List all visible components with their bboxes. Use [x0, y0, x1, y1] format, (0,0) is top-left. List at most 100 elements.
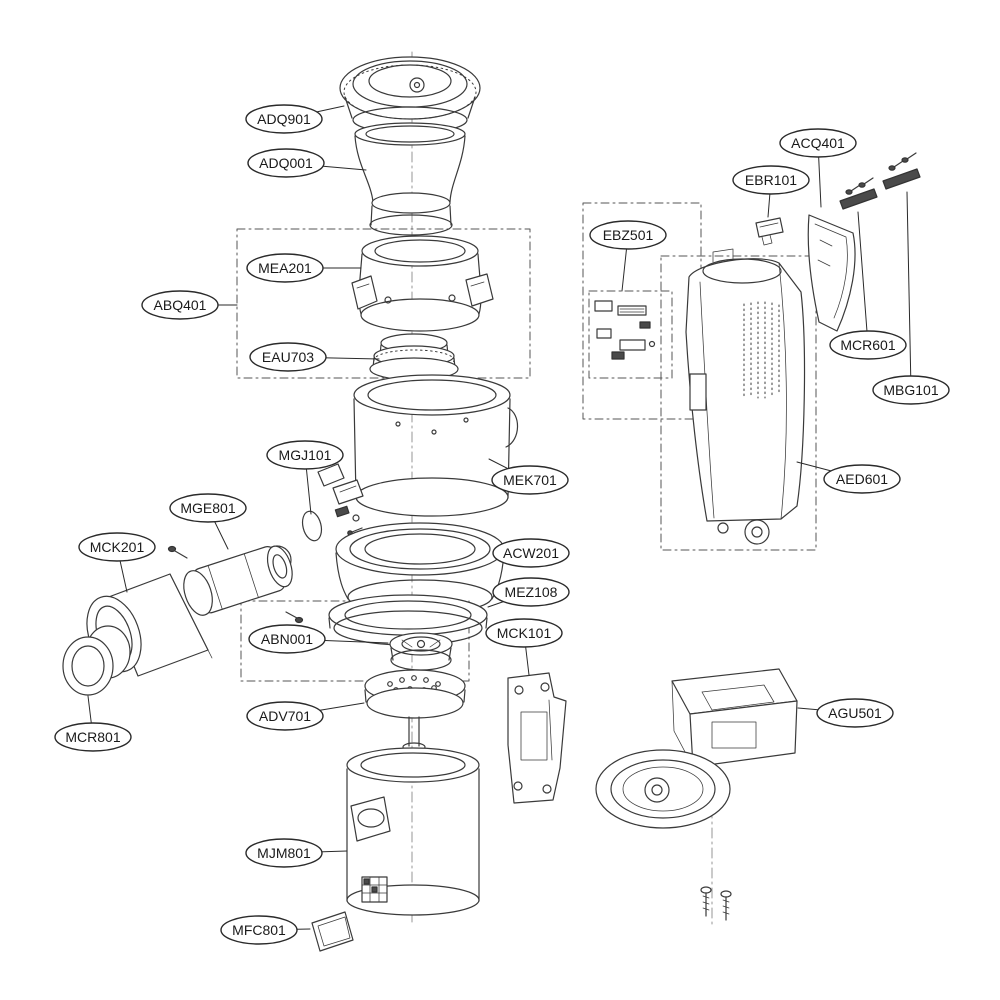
- part-callout-ebz501: EBZ501: [589, 220, 667, 292]
- part-ebr101-connector: [755, 217, 784, 246]
- leader-line: [857, 211, 869, 346]
- part-label-text: MEK701: [503, 472, 557, 488]
- aed601-boundary: [660, 255, 817, 551]
- part-callout-mge801: MGE801: [169, 493, 247, 550]
- part-callout-adq901: ADQ901: [245, 104, 345, 134]
- part-label-text: AED601: [836, 471, 888, 487]
- part-callout-mea201: MEA201: [246, 253, 362, 283]
- part-label-bubble: [816, 698, 894, 728]
- part-label-text: EBZ501: [603, 227, 654, 243]
- part-label-text: ACQ401: [791, 135, 845, 151]
- part-label-bubble: [249, 342, 327, 372]
- part-label-text: ABQ401: [154, 297, 207, 313]
- part-callout-adv701: ADV701: [246, 701, 365, 731]
- part-callout-mfc801: MFC801: [220, 915, 311, 945]
- part-mjm801-body: [346, 747, 480, 916]
- part-callout-mcr801: MCR801: [54, 695, 132, 752]
- part-label-text: EAU703: [262, 349, 314, 365]
- part-callout-agu501: AGU501: [797, 698, 894, 728]
- part-label-bubble: [54, 722, 132, 752]
- part-label-bubble: [247, 148, 325, 178]
- part-label-text: MCR601: [840, 337, 895, 353]
- part-mcr601-screws: [839, 177, 878, 210]
- part-label-text: MGJ101: [279, 447, 332, 463]
- part-callout-mjm801: MJM801: [245, 838, 348, 868]
- part-callout-mck101: MCK101: [485, 618, 563, 676]
- part-callout-acw201: ACW201: [492, 538, 570, 568]
- part-label-bubble: [246, 253, 324, 283]
- leader-line: [906, 191, 912, 391]
- part-eau703-seal-rings: [369, 333, 459, 381]
- part-callout-mcr601: MCR601: [829, 211, 907, 360]
- part-label-text: ACW201: [503, 545, 559, 561]
- part-label-bubble: [829, 330, 907, 360]
- part-label-bubble: [732, 165, 810, 195]
- part-callout-mgj101: MGJ101: [266, 440, 344, 515]
- part-mfc801-cover: [311, 911, 354, 952]
- part-callout-adq001: ADQ001: [247, 148, 367, 178]
- part-label-bubble: [872, 375, 950, 405]
- part-callout-mez108: MEZ108: [487, 577, 570, 608]
- ebz501-boundary-inner: [588, 290, 673, 379]
- part-mcr801-ring: [62, 625, 131, 696]
- part-label-bubble: [246, 701, 324, 731]
- part-label-text: MCK101: [497, 625, 552, 641]
- part-label-text: ADQ901: [257, 111, 311, 127]
- part-callout-eau703: EAU703: [249, 342, 380, 372]
- part-label-bubble: [141, 290, 219, 320]
- part-abn001-rotor: [389, 632, 453, 671]
- part-agu501-base: [595, 668, 798, 921]
- part-label-bubble: [492, 577, 570, 607]
- abq401-boundary: [236, 228, 531, 379]
- part-mea201-hopper-ring: [351, 235, 494, 332]
- part-label-bubble: [492, 538, 570, 568]
- part-callout-ebr101: EBR101: [732, 165, 810, 218]
- part-label-bubble: [491, 465, 569, 495]
- part-label-bubble: [78, 532, 156, 562]
- part-label-bubble: [823, 464, 901, 494]
- part-label-bubble: [779, 128, 857, 158]
- part-callout-aed601: AED601: [796, 461, 901, 494]
- part-callout-abq401: ABQ401: [141, 290, 238, 320]
- part-label-text: MFC801: [232, 922, 286, 938]
- part-mck101-bracket: [507, 672, 567, 804]
- part-callout-mbg101: MBG101: [872, 191, 950, 405]
- part-mgj101-fittings: [301, 463, 364, 542]
- part-label-text: MJM801: [257, 845, 311, 861]
- part-callout-abn001: ABN001: [248, 624, 389, 654]
- part-label-text: EBR101: [745, 172, 797, 188]
- callout-layer: ADQ901ADQ001MEA201ABQ401EAU703MGJ101MGE8…: [54, 104, 950, 945]
- part-callout-mck201: MCK201: [78, 532, 156, 593]
- part-label-text: MCK201: [90, 539, 145, 555]
- part-label-text: MCR801: [65, 729, 120, 745]
- part-label-bubble: [245, 838, 323, 868]
- part-label-text: MBG101: [883, 382, 938, 398]
- part-label-bubble: [245, 104, 323, 134]
- part-label-text: MEA201: [258, 260, 312, 276]
- part-label-bubble: [485, 618, 563, 648]
- part-label-bubble: [169, 493, 247, 523]
- part-label-bubble: [266, 440, 344, 470]
- part-ebz501-pcb-parts: [594, 300, 656, 360]
- part-aed601-housing: [685, 248, 806, 545]
- part-label-text: MEZ108: [505, 584, 558, 600]
- part-mbg101-strip: [882, 152, 921, 190]
- part-label-text: AGU501: [828, 705, 882, 721]
- ebz501-boundary-outer: [582, 202, 702, 420]
- part-label-bubble: [589, 220, 667, 250]
- part-adv701-grinder: [364, 669, 466, 752]
- part-label-text: ADV701: [259, 708, 311, 724]
- part-adq001-hopper: [354, 122, 466, 236]
- part-label-text: MGE801: [180, 500, 235, 516]
- part-callout-mek701: MEK701: [488, 458, 569, 495]
- part-acq401-panel: [807, 214, 856, 332]
- part-adq901-lid: [339, 56, 481, 134]
- part-mge801-motor: [167, 545, 304, 624]
- part-label-text: ABN001: [261, 631, 313, 647]
- part-label-bubble: [248, 624, 326, 654]
- part-label-text: ADQ001: [259, 155, 313, 171]
- part-mez108-ring: [328, 594, 488, 646]
- part-callout-acq401: ACQ401: [779, 128, 857, 208]
